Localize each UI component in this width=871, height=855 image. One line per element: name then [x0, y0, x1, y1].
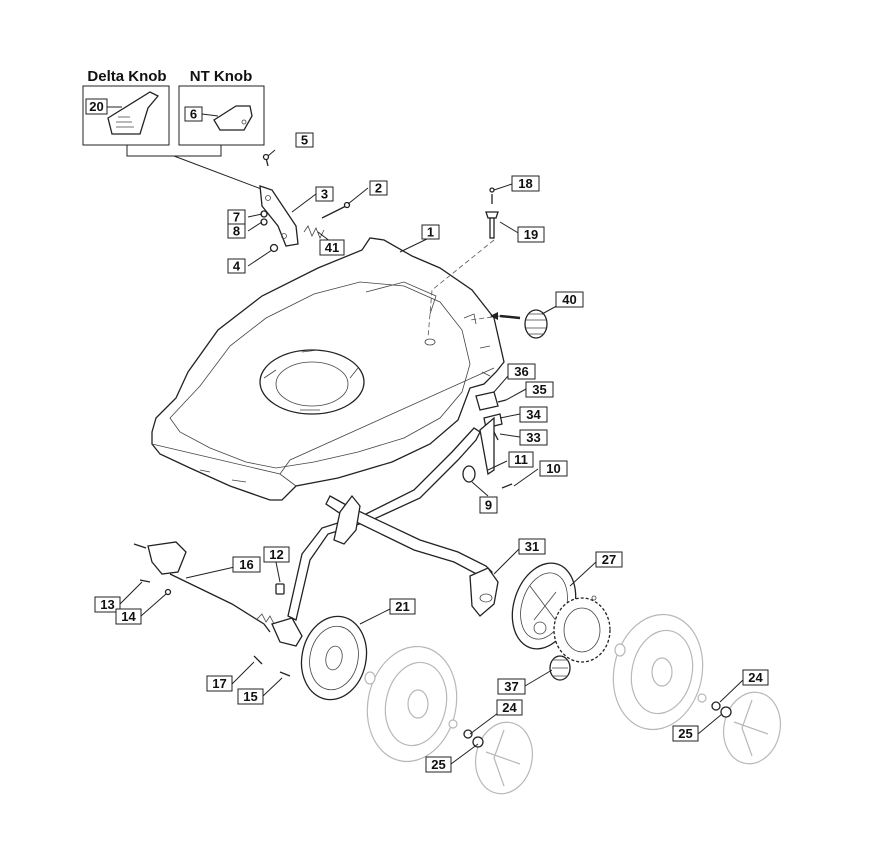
svg-text:17: 17	[212, 676, 226, 691]
svg-text:18: 18	[518, 176, 532, 191]
callout-13: 13	[94, 596, 121, 613]
callout-9: 9	[479, 496, 498, 514]
svg-text:2: 2	[375, 181, 382, 196]
svg-text:8: 8	[233, 224, 240, 239]
callout-8: 8	[227, 223, 246, 239]
callout-1: 1	[421, 224, 440, 240]
svg-text:33: 33	[526, 430, 540, 445]
inset-connector	[126, 145, 265, 191]
front-axle	[133, 541, 303, 677]
callout-31: 31	[518, 538, 546, 555]
svg-text:7: 7	[233, 210, 240, 225]
callout-36: 36	[507, 363, 536, 380]
callout-16: 16	[232, 556, 261, 573]
svg-text:19: 19	[524, 227, 538, 242]
callout-25a: 25	[425, 756, 452, 773]
height-lever-assembly	[259, 153, 351, 253]
svg-text:16: 16	[239, 557, 253, 572]
callout-2: 2	[369, 180, 388, 196]
nt-knob-part	[213, 105, 253, 131]
svg-text:9: 9	[485, 498, 492, 513]
leader-lines	[107, 106, 744, 765]
pin-assembly-18-19	[485, 187, 499, 239]
svg-text:4: 4	[233, 259, 241, 274]
cap-part-40	[524, 309, 548, 339]
drive-gear-37	[549, 595, 611, 681]
hubcap-right-25	[697, 691, 781, 765]
callout-11: 11	[508, 451, 534, 468]
svg-text:21: 21	[395, 599, 409, 614]
inset-delta-knob: Delta Knob	[82, 68, 170, 146]
svg-text:10: 10	[546, 461, 560, 476]
svg-text:12: 12	[269, 547, 283, 562]
svg-text:13: 13	[100, 597, 114, 612]
callout-19: 19	[517, 226, 545, 243]
callout-27: 27	[595, 551, 623, 568]
svg-text:3: 3	[321, 187, 328, 202]
svg-text:36: 36	[514, 364, 528, 379]
front-tire-left	[364, 645, 458, 763]
callout-21: 21	[389, 598, 416, 615]
hubcap-left-25	[448, 719, 533, 795]
svg-text:24: 24	[502, 700, 517, 715]
callout-3: 3	[315, 186, 334, 202]
svg-text:14: 14	[121, 609, 136, 624]
callout-24a: 24	[496, 699, 523, 716]
svg-text:25: 25	[678, 726, 692, 741]
svg-text:37: 37	[504, 679, 518, 694]
svg-text:15: 15	[243, 689, 257, 704]
rear-tire-right	[612, 613, 704, 731]
inset-title-delta-knob: Delta Knob	[87, 68, 166, 85]
callout-40: 40	[555, 291, 584, 308]
svg-text:6: 6	[190, 107, 197, 122]
rear-axle-frame	[287, 416, 513, 621]
guide-line-19	[427, 239, 495, 339]
callout-7: 7	[227, 209, 246, 225]
callout-41: 41	[319, 239, 345, 256]
svg-text:25: 25	[431, 757, 445, 772]
guide-line-40	[469, 315, 501, 321]
svg-text:20: 20	[89, 99, 103, 114]
delta-knob-part	[107, 91, 160, 135]
svg-text:1: 1	[427, 225, 434, 240]
callout-34: 34	[519, 406, 548, 423]
callout-4: 4	[227, 258, 246, 274]
callout-35: 35	[525, 381, 554, 398]
inset-title-nt-knob: NT Knob	[190, 68, 252, 85]
mower-deck	[151, 237, 505, 501]
svg-text:34: 34	[526, 407, 541, 422]
svg-text:11: 11	[514, 452, 528, 467]
callout-15: 15	[237, 688, 264, 705]
callout-10: 10	[539, 460, 568, 477]
callout-18: 18	[511, 175, 540, 192]
svg-text:5: 5	[301, 133, 308, 148]
callout-24b: 24	[742, 669, 769, 686]
svg-text:40: 40	[562, 292, 576, 307]
svg-text:35: 35	[532, 382, 546, 397]
callout-5: 5	[295, 132, 314, 148]
callout-20: 20	[85, 98, 108, 115]
svg-text:24: 24	[748, 670, 763, 685]
svg-text:31: 31	[525, 539, 539, 554]
callout-33: 33	[519, 429, 548, 446]
callout-37: 37	[497, 678, 526, 695]
callout-12: 12	[263, 546, 290, 563]
callout-labels: 1 2 3 4 5 6 7 8 9 10 11 12 13 14 15 16 1…	[85, 98, 769, 773]
callout-25b: 25	[672, 725, 699, 742]
callout-14: 14	[115, 608, 142, 625]
svg-text:27: 27	[602, 552, 616, 567]
callout-17: 17	[206, 675, 233, 692]
front-hubcap-21	[300, 615, 368, 701]
svg-text:41: 41	[325, 240, 339, 255]
callout-6: 6	[184, 106, 203, 122]
